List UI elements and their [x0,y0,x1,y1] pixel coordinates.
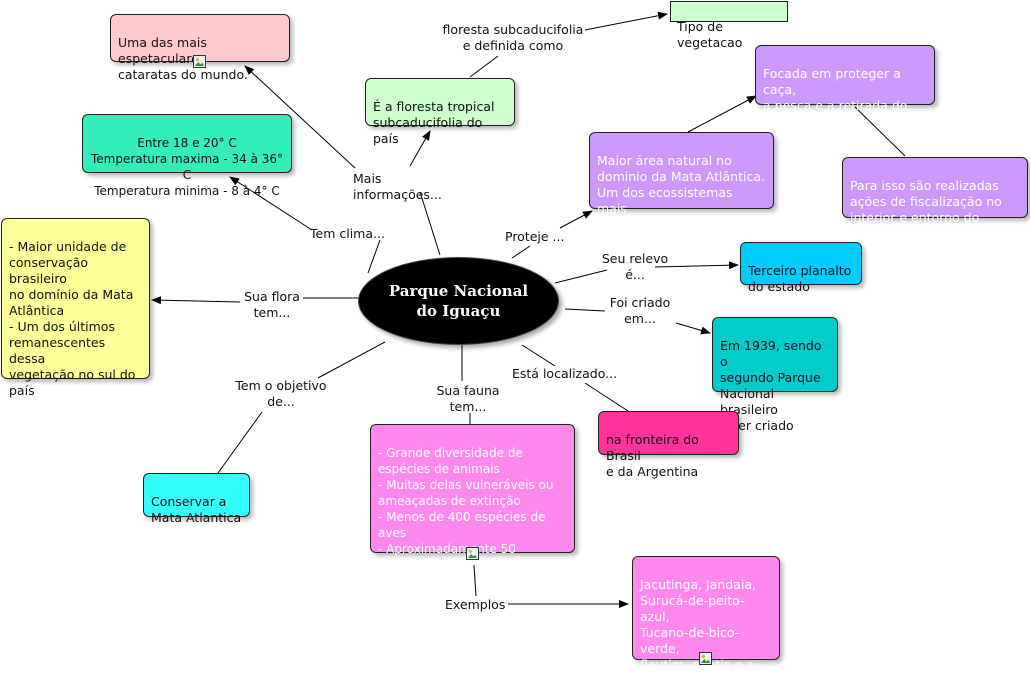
node-fronteira-text: na fronteira do Brasil e da Argentina [606,432,699,479]
node-conservar[interactable]: Conservar a Mata Atlantica [143,473,250,525]
node-focada[interactable]: Focada em proteger a caça, a pesca e a r… [755,45,935,129]
node-relevo-text: Terceiro planalto do estado [748,263,852,294]
node-floresta-tropical[interactable]: É a floresta tropical subcaducifolia do … [365,78,515,146]
link-label-proteje[interactable]: Proteje ... [505,229,565,244]
node-focada-text: Focada em proteger a caça, a pesca e a r… [763,66,908,129]
node-fauna[interactable]: - Grande diversidade de espécies de anim… [370,424,575,588]
link-label-mais-informacoes[interactable]: Mais informações... [353,171,442,202]
node-conservar-text: Conservar a Mata Atlantica [151,494,242,525]
image-attachment-icon[interactable] [466,547,479,560]
image-attachment-icon[interactable] [699,652,712,665]
node-maior-area-text: Maior área natural no dominio da Mata At… [597,153,765,232]
link-label-relevo[interactable]: Seu relevo é... [601,251,669,282]
node-flora[interactable]: - Maior unidade de conservação brasileir… [1,218,150,398]
link-label-exemplos[interactable]: Exemplos [445,597,506,612]
link-label-fauna[interactable]: Sua fauna tem... [436,383,500,414]
link-label-localizado[interactable]: Está localizado... [512,366,618,381]
node-clima-text: Entre 18 e 20° C Temperatura maxima - 34… [90,136,284,198]
node-fiscalizacao[interactable]: Para isso são realizadas ações de fiscal… [842,157,1028,241]
node-exemplos-text: Jacutinga, Jandaia, Surucá-de-peito-azul… [640,577,756,688]
link-label-floresta-definida[interactable]: floresta subcaducifolia e definida como [442,22,584,53]
connector-lines [151,11,906,608]
node-maior-area[interactable]: Maior área natural no dominio da Mata At… [589,132,774,232]
center-topic-parque-nacional[interactable]: Parque Nacional do Iguaçu [358,257,559,345]
node-tipo-vegetacao-text: Tipo de vegetacao [677,19,743,50]
node-tipo-vegetacao[interactable]: Tipo de vegetacao [670,1,788,50]
node-flora-text: - Maior unidade de conservação brasileir… [9,239,136,398]
link-label-clima[interactable]: Tem clima... [310,226,385,241]
node-criado[interactable]: Em 1939, sendo o segundo Parque Nacional… [712,317,838,433]
node-cataratas-text: Uma das mais espetaculares cataratas do … [118,35,248,82]
link-label-objetivo[interactable]: Tem o objetivo de... [235,378,327,409]
node-fronteira[interactable]: na fronteira do Brasil e da Argentina [598,411,739,479]
node-floresta-tropical-text: É a floresta tropical subcaducifolia do … [373,99,495,146]
node-fiscalizacao-text: Para isso são realizadas ações de fiscal… [850,178,1002,241]
link-label-criado[interactable]: Foi criado em... [609,295,671,326]
node-relevo[interactable]: Terceiro planalto do estado [740,242,862,294]
link-label-flora[interactable]: Sua flora tem... [244,289,300,320]
node-clima[interactable]: Entre 18 e 20° C Temperatura maxima - 34… [82,114,292,198]
node-exemplos[interactable]: Jacutinga, Jandaia, Surucá-de-peito-azul… [632,556,780,688]
image-attachment-icon[interactable] [193,55,206,68]
